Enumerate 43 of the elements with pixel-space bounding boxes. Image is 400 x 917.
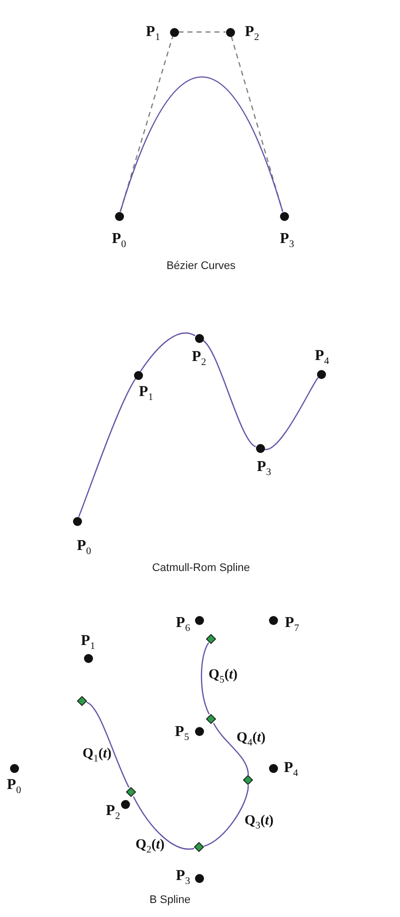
spline-curve: [264, 377, 319, 450]
spline-curve: [140, 332, 196, 372]
point-label: P$_{6}$: [176, 616, 190, 634]
spline-curve: [120, 76, 284, 212]
point-label: P$_{1}$: [138, 385, 154, 403]
spline-curve: [132, 796, 194, 850]
point-label: P$_{5}$: [174, 725, 190, 743]
edge-label: Q$_{1}$(t): [82, 748, 112, 764]
point-label: P$_{4}$: [284, 761, 298, 779]
point-label: P$_{2}$: [244, 25, 260, 43]
knot-diamond: [76, 696, 87, 706]
spline-curve: [213, 722, 249, 776]
figure-caption: Bézier Curves: [166, 260, 236, 272]
edge-label: Q$_{2}$(t): [135, 838, 165, 856]
point-label: P$_{3}$: [256, 460, 272, 478]
control-polygon-line: [120, 36, 174, 212]
point-label: P$_{4}$: [314, 349, 330, 367]
point-label: P$_{0}$: [112, 232, 126, 250]
control-polygon-line: [178, 31, 226, 33]
point-label: P$_{2}$: [106, 804, 120, 822]
edge-label: Q$_{5}$(t): [208, 668, 238, 686]
figure-caption: Catmull-Rom Spline: [152, 562, 250, 574]
figure-caption: B Spline: [150, 894, 190, 906]
point-label: P$_{3}$: [280, 232, 294, 250]
point-label: P$_{0}$: [6, 778, 22, 796]
knot-diamond: [126, 787, 136, 797]
spline-curve: [78, 378, 136, 518]
knot-diamond: [206, 634, 216, 644]
spline-curve: [202, 340, 256, 448]
knot-diamond: [206, 714, 216, 724]
edge-label: Q$_{3}$(t): [244, 814, 274, 832]
point-label: P$_{7}$: [284, 616, 300, 634]
point-label: P$_{1}$: [80, 634, 96, 652]
edge-label: Q$_{4}$(t): [236, 732, 266, 748]
point-label: P$_{3}$: [176, 869, 190, 887]
knot-diamond: [194, 842, 204, 852]
spline-curve: [200, 642, 210, 714]
point-label: P$_{2}$: [192, 350, 206, 368]
knot-diamond: [243, 775, 254, 786]
spline-curve: [204, 785, 249, 847]
spline-curve: [86, 702, 130, 788]
point-label: P$_{1}$: [146, 25, 160, 43]
point-label: P$_{0}$: [76, 539, 92, 557]
